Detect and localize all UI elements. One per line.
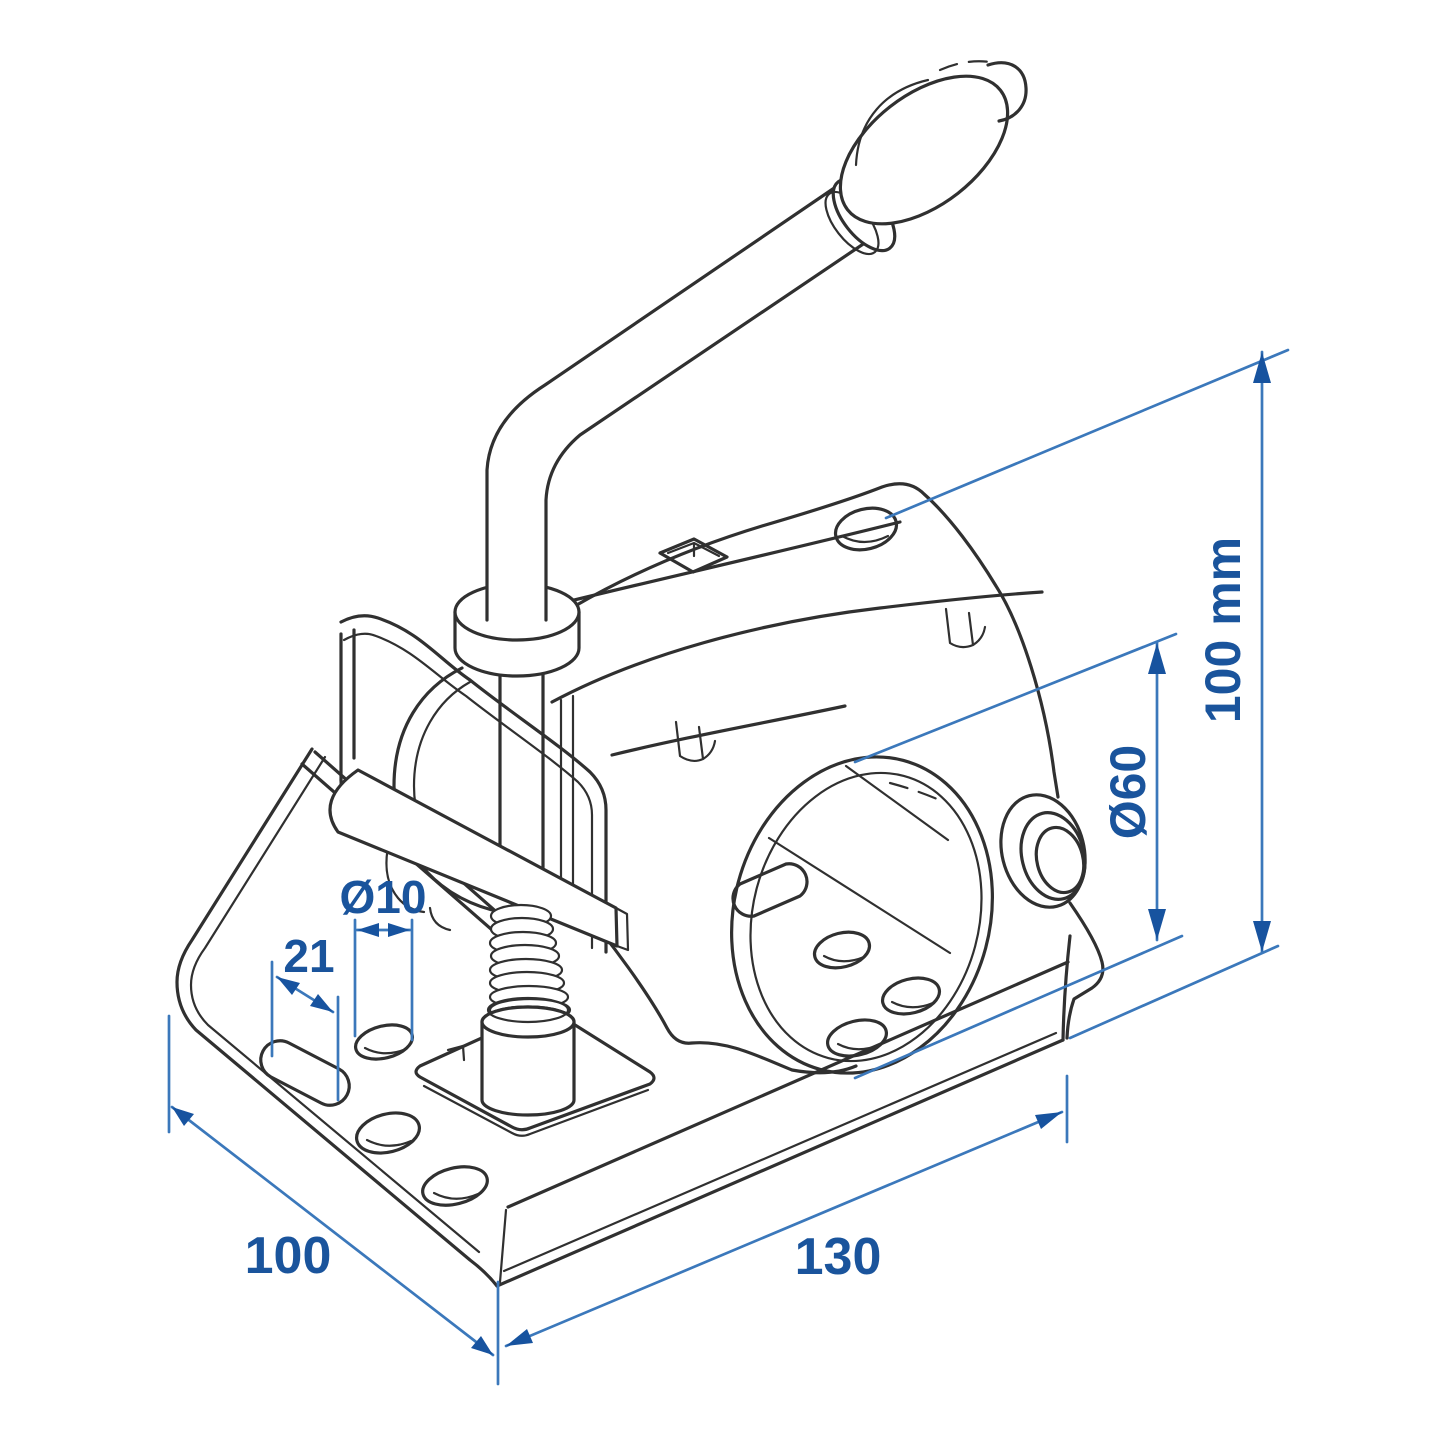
- dim-base-width-label: 100: [245, 1227, 332, 1285]
- dim-base-length: 130: [504, 1074, 1069, 1348]
- dim-slot-pitch-label: 21: [283, 930, 334, 982]
- dim-base-length-label: 130: [795, 1228, 882, 1286]
- dim-base-width: 100: [167, 1014, 500, 1386]
- clamp-strap: [328, 768, 630, 952]
- clamp-housing: [550, 482, 1105, 1075]
- handle: [485, 60, 1028, 625]
- tube-saddle: [730, 755, 1087, 1075]
- base-plate: [175, 747, 1072, 1288]
- hidden-edge-dashed: [888, 781, 948, 805]
- dim-hole-diameter: Ø10: [340, 871, 427, 1042]
- pivot-knob: [999, 793, 1087, 909]
- spindle-nut: [480, 996, 576, 1117]
- dim-slot-pitch: 21: [270, 930, 340, 1102]
- dim-height-label: 100 mm: [1195, 537, 1251, 723]
- mounting-holes-right: [731, 862, 942, 1058]
- handle-knob: [838, 60, 1028, 226]
- dim-tube-diameter: Ø60: [853, 632, 1184, 1080]
- dim-tube-diameter-label: Ø60: [1100, 745, 1156, 840]
- handle-rod: [485, 178, 886, 625]
- dim-height: 100 mm: [884, 348, 1290, 1040]
- dim-hole-diameter-label: Ø10: [340, 871, 427, 923]
- spindle-rod: [498, 653, 545, 874]
